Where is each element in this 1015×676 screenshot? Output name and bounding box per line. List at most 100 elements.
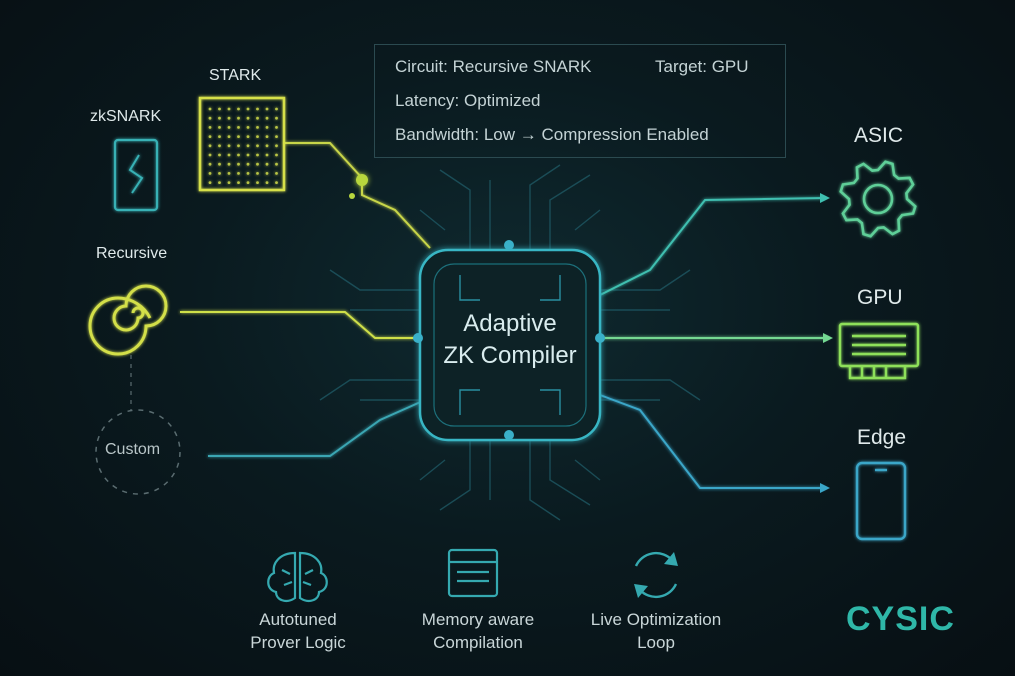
stark-grid-dot <box>265 153 269 157</box>
stark-grid-dot <box>246 153 250 157</box>
stark-grid-dot <box>208 181 212 185</box>
stark-grid-dot <box>218 162 221 166</box>
gpu-card-icon <box>838 322 920 380</box>
info-latency: Latency: Optimized <box>395 91 541 110</box>
stark-grid-dot <box>237 181 240 185</box>
compile-info-box: Circuit: Recursive SNARK Target: GPU Lat… <box>374 44 786 158</box>
stark-grid-dot <box>237 135 240 139</box>
feature-autotuned-line2: Prover Logic <box>250 633 346 652</box>
chip-inner-traces <box>459 275 561 415</box>
stark-grid-dot <box>218 107 221 111</box>
feature-autotuned-line1: Autotuned <box>259 610 337 629</box>
stark-grid-dot <box>208 144 212 148</box>
stark-grid-dot <box>208 162 212 166</box>
feature-live-optimization: Live Optimization Loop <box>578 608 734 654</box>
stark-grid-dot <box>275 107 278 111</box>
info-target: Target: GPU <box>655 57 749 76</box>
circuit-traces <box>319 164 701 521</box>
stark-grid-dot <box>218 153 221 157</box>
stark-grid-dot <box>265 181 269 185</box>
stark-grid-dot <box>208 126 212 129</box>
stark-grid-dot <box>275 153 278 157</box>
stark-grid-dot <box>256 107 259 111</box>
stark-grid-dot <box>227 135 231 139</box>
feature-live-line2: Loop <box>637 633 675 652</box>
stark-grid-dot <box>227 181 231 185</box>
info-circuit: Circuit: Recursive SNARK <box>395 57 592 76</box>
stark-grid-dot <box>227 126 231 129</box>
stark-grid-dot <box>218 126 221 129</box>
junction-node-small <box>349 193 355 199</box>
input-label-zksnark: zkSNARK <box>90 108 162 125</box>
feature-live-line1: Live Optimization <box>590 610 722 629</box>
stark-grid-dot <box>227 172 231 175</box>
stark-grid-chip-icon <box>198 96 286 192</box>
stark-grid-dot <box>246 172 250 175</box>
stark-grid-dot <box>227 153 231 157</box>
refresh-loop-icon <box>634 551 678 599</box>
stark-grid-dot <box>237 144 240 148</box>
stark-grid-dot <box>275 126 278 129</box>
stark-grid-dot <box>246 107 250 111</box>
stark-grid-dot <box>237 107 240 111</box>
brain-icon <box>267 551 328 602</box>
stark-grid-dot <box>265 126 269 129</box>
stark-grid-dot <box>208 135 212 139</box>
arrowheads <box>820 193 833 493</box>
stark-grid-dot <box>275 144 278 148</box>
custom-dashed-circle-icon <box>95 409 181 495</box>
stark-grid-dot <box>256 153 259 157</box>
stark-grid-dot <box>227 162 231 166</box>
stark-grid-dot <box>227 107 231 111</box>
stark-grid-dot <box>208 107 212 111</box>
stark-grid-dot <box>208 116 212 120</box>
stark-grid-dot <box>256 181 259 185</box>
stark-grid-dot <box>275 135 278 139</box>
stark-grid-dot <box>256 162 259 166</box>
chip-pins <box>413 240 605 440</box>
brand-logo: CYSIC <box>846 600 955 638</box>
feature-memory-line1: Memory aware <box>421 610 535 629</box>
stark-grid-dot <box>237 126 240 129</box>
stark-grid-dot <box>246 126 250 129</box>
stark-grid-dot <box>246 181 250 185</box>
stark-grid-dot <box>218 144 221 148</box>
stark-grid-dot <box>265 144 269 148</box>
stark-grid-dot <box>237 116 240 120</box>
stark-grid-dot <box>208 153 212 157</box>
stark-grid-dot <box>275 172 278 175</box>
stark-grid-dot <box>218 116 221 120</box>
stark-grid-dot <box>256 135 259 139</box>
stark-grid-dot <box>246 116 250 120</box>
stark-grid-dot <box>218 181 221 185</box>
memory-list-icon <box>447 548 499 598</box>
recursive-spiral-icon <box>88 284 168 356</box>
stark-grid-dot <box>275 116 278 120</box>
junction-node <box>356 174 368 186</box>
compiler-title-line2: ZK Compiler <box>443 342 577 369</box>
feature-memory-line2: Compilation <box>433 633 523 652</box>
output-label-gpu: GPU <box>857 286 903 309</box>
compiler-chip <box>418 248 602 442</box>
stark-grid-dot <box>275 181 278 185</box>
compiler-title-line1: Adaptive <box>463 310 557 337</box>
info-bandwidth: Bandwidth: Low → Compression Enabled <box>395 125 709 144</box>
stark-grid-dot <box>256 144 259 148</box>
stark-grid-dot <box>265 162 269 166</box>
stark-grid-dot <box>265 107 269 111</box>
stark-grid-dot <box>237 172 240 175</box>
edge-phone-icon <box>855 461 907 541</box>
input-connectors <box>180 142 431 457</box>
input-label-recursive: Recursive <box>96 245 168 262</box>
stark-grid-dot <box>265 135 269 139</box>
stark-grid-dot <box>218 172 221 175</box>
stark-grid-dot <box>246 162 250 166</box>
stark-grid-dot <box>246 135 250 139</box>
output-label-asic: ASIC <box>854 124 904 147</box>
output-connectors <box>599 197 828 489</box>
feature-memory-aware: Memory aware Compilation <box>403 608 553 654</box>
stark-grid-dot <box>265 172 269 175</box>
input-label-stark: STARK <box>209 67 262 84</box>
